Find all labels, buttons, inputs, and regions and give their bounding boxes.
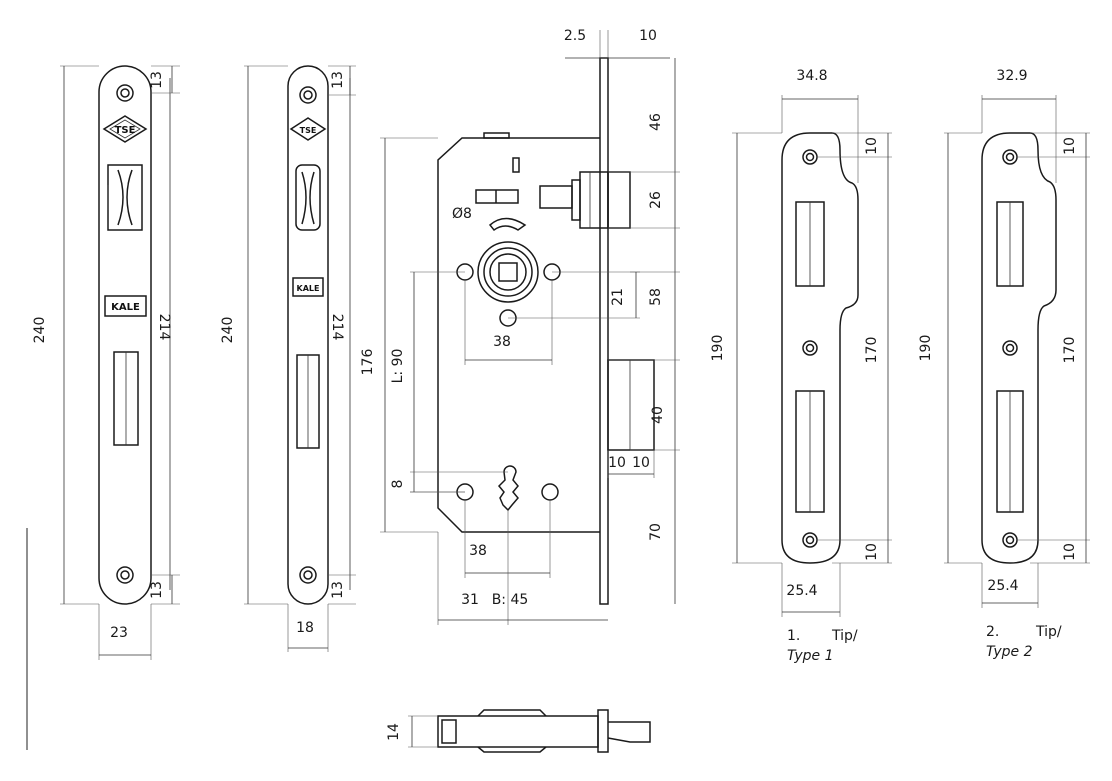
- screw-hole-icon: [802, 532, 818, 548]
- dim-70-text: 70: [648, 523, 664, 541]
- dim-18-text: 18: [296, 620, 314, 636]
- screw-hole-icon: [116, 566, 134, 584]
- dim-B45-text: B: 45: [492, 592, 529, 608]
- screw-hole-icon: [299, 566, 317, 584]
- svg-text:TSE: TSE: [115, 125, 136, 136]
- dim-13-top-text: 13: [330, 71, 346, 89]
- latch-window: [295, 164, 321, 231]
- dim-214-text: 214: [329, 314, 345, 341]
- tse-logo: TSE: [102, 115, 148, 143]
- screw-hole-icon: [802, 340, 818, 356]
- forend-plate: [599, 57, 609, 605]
- lock-side-view: 14: [386, 709, 651, 753]
- strike-plate-type1: 34.8 190 170 10 10 25.4 1. Tip/ Type 1: [710, 68, 892, 664]
- dim-170-text: 170: [864, 337, 880, 364]
- strike-type2-number: 2.: [986, 624, 999, 640]
- strike-type2-outline: [981, 132, 1057, 564]
- dim-240-text: 240: [220, 317, 236, 344]
- kale-logo: KALE: [292, 277, 324, 297]
- screw-hole-icon: [1002, 532, 1018, 548]
- dim-23-text: 23: [110, 625, 128, 641]
- faceplate-18-view: TSE KALE 240 214 13 13 18: [220, 65, 356, 652]
- dim-25-4-text: 25.4: [987, 578, 1018, 594]
- screw-hole-icon: [116, 84, 134, 102]
- dim-14-text: 14: [386, 723, 402, 741]
- dim-13-top-text: 13: [149, 71, 165, 89]
- follower-hub: [477, 241, 539, 303]
- dim-26-text: 26: [648, 191, 664, 209]
- dim-190-text: 190: [710, 335, 726, 362]
- dim-176-text: 176: [360, 349, 376, 376]
- keyhole-icon: [497, 465, 519, 512]
- dim-2-5-text: 2.5: [564, 28, 586, 44]
- faceplate-23-outline: [98, 65, 152, 605]
- dim-8-text: 8: [390, 480, 406, 489]
- dim-214-text: 214: [156, 314, 172, 341]
- lock-case-outline: [437, 137, 600, 533]
- kale-logo: KALE: [104, 295, 147, 317]
- dim-10-bottom-text: 10: [1062, 543, 1078, 561]
- dim-21-text: 21: [610, 288, 626, 306]
- svg-text:KALE: KALE: [297, 284, 320, 293]
- dim-38-top-text: 38: [493, 334, 511, 350]
- dim-46-text: 46: [648, 113, 664, 131]
- lock-body-view: Ø8 2.5 10 46 26 5: [360, 28, 680, 625]
- latch-window: [107, 164, 143, 231]
- strike-type2-type-label: Type 2: [986, 644, 1033, 660]
- dim-240-text: 240: [32, 317, 48, 344]
- dim-L90-text: L: 90: [390, 349, 406, 384]
- dim-32-9-text: 32.9: [996, 68, 1027, 84]
- screw-hole-icon: [1002, 340, 1018, 356]
- dim-13-bottom-text: 13: [149, 581, 165, 599]
- screw-hole-icon: [802, 149, 818, 165]
- deadbolt: [607, 359, 655, 451]
- strike-type2-tip-label: Tip/: [1035, 624, 1062, 640]
- dim-40-text: 40: [650, 406, 666, 424]
- svg-text:KALE: KALE: [111, 302, 140, 313]
- dim-10-right-text: 10: [632, 455, 650, 471]
- dim-10-top-text: 10: [864, 137, 880, 155]
- dim-34-8-text: 34.8: [796, 68, 827, 84]
- dim-10-top-text: 10: [1062, 137, 1078, 155]
- strike-plate-type2: 32.9 190 170 10 10 25.4 2. Tip/ Type 2: [918, 68, 1090, 660]
- screw-hole-icon: [1002, 149, 1018, 165]
- faceplate-23-view: TSE KALE 240 214 13 13 23: [32, 65, 180, 660]
- dim-10-bottom-text: 10: [864, 543, 880, 561]
- phi8-text: Ø8: [452, 206, 472, 222]
- dim-25-4-text: 25.4: [786, 583, 817, 599]
- dim-13-bottom-text: 13: [330, 581, 346, 599]
- strike-type1-tip-label: Tip/: [831, 628, 858, 644]
- dim-190-text: 190: [918, 335, 934, 362]
- dim-10-left-text: 10: [608, 455, 626, 471]
- dim-170-text: 170: [1062, 337, 1078, 364]
- dim-58-text: 58: [648, 288, 664, 306]
- svg-text:TSE: TSE: [300, 126, 317, 135]
- fixing-hole-icon: [541, 483, 559, 501]
- strike-type1-outline: [781, 132, 859, 564]
- dim-38-bottom-text: 38: [469, 543, 487, 559]
- tse-logo: TSE: [289, 117, 327, 141]
- strike-type1-number: 1.: [787, 628, 800, 644]
- faceplate-18-outline: [287, 65, 329, 605]
- dim-10-top-text: 10: [639, 28, 657, 44]
- dim-31-text: 31: [461, 592, 479, 608]
- screw-hole-icon: [299, 86, 317, 104]
- latch-bolt: [539, 171, 631, 229]
- strike-type1-type-label: Type 1: [787, 648, 833, 664]
